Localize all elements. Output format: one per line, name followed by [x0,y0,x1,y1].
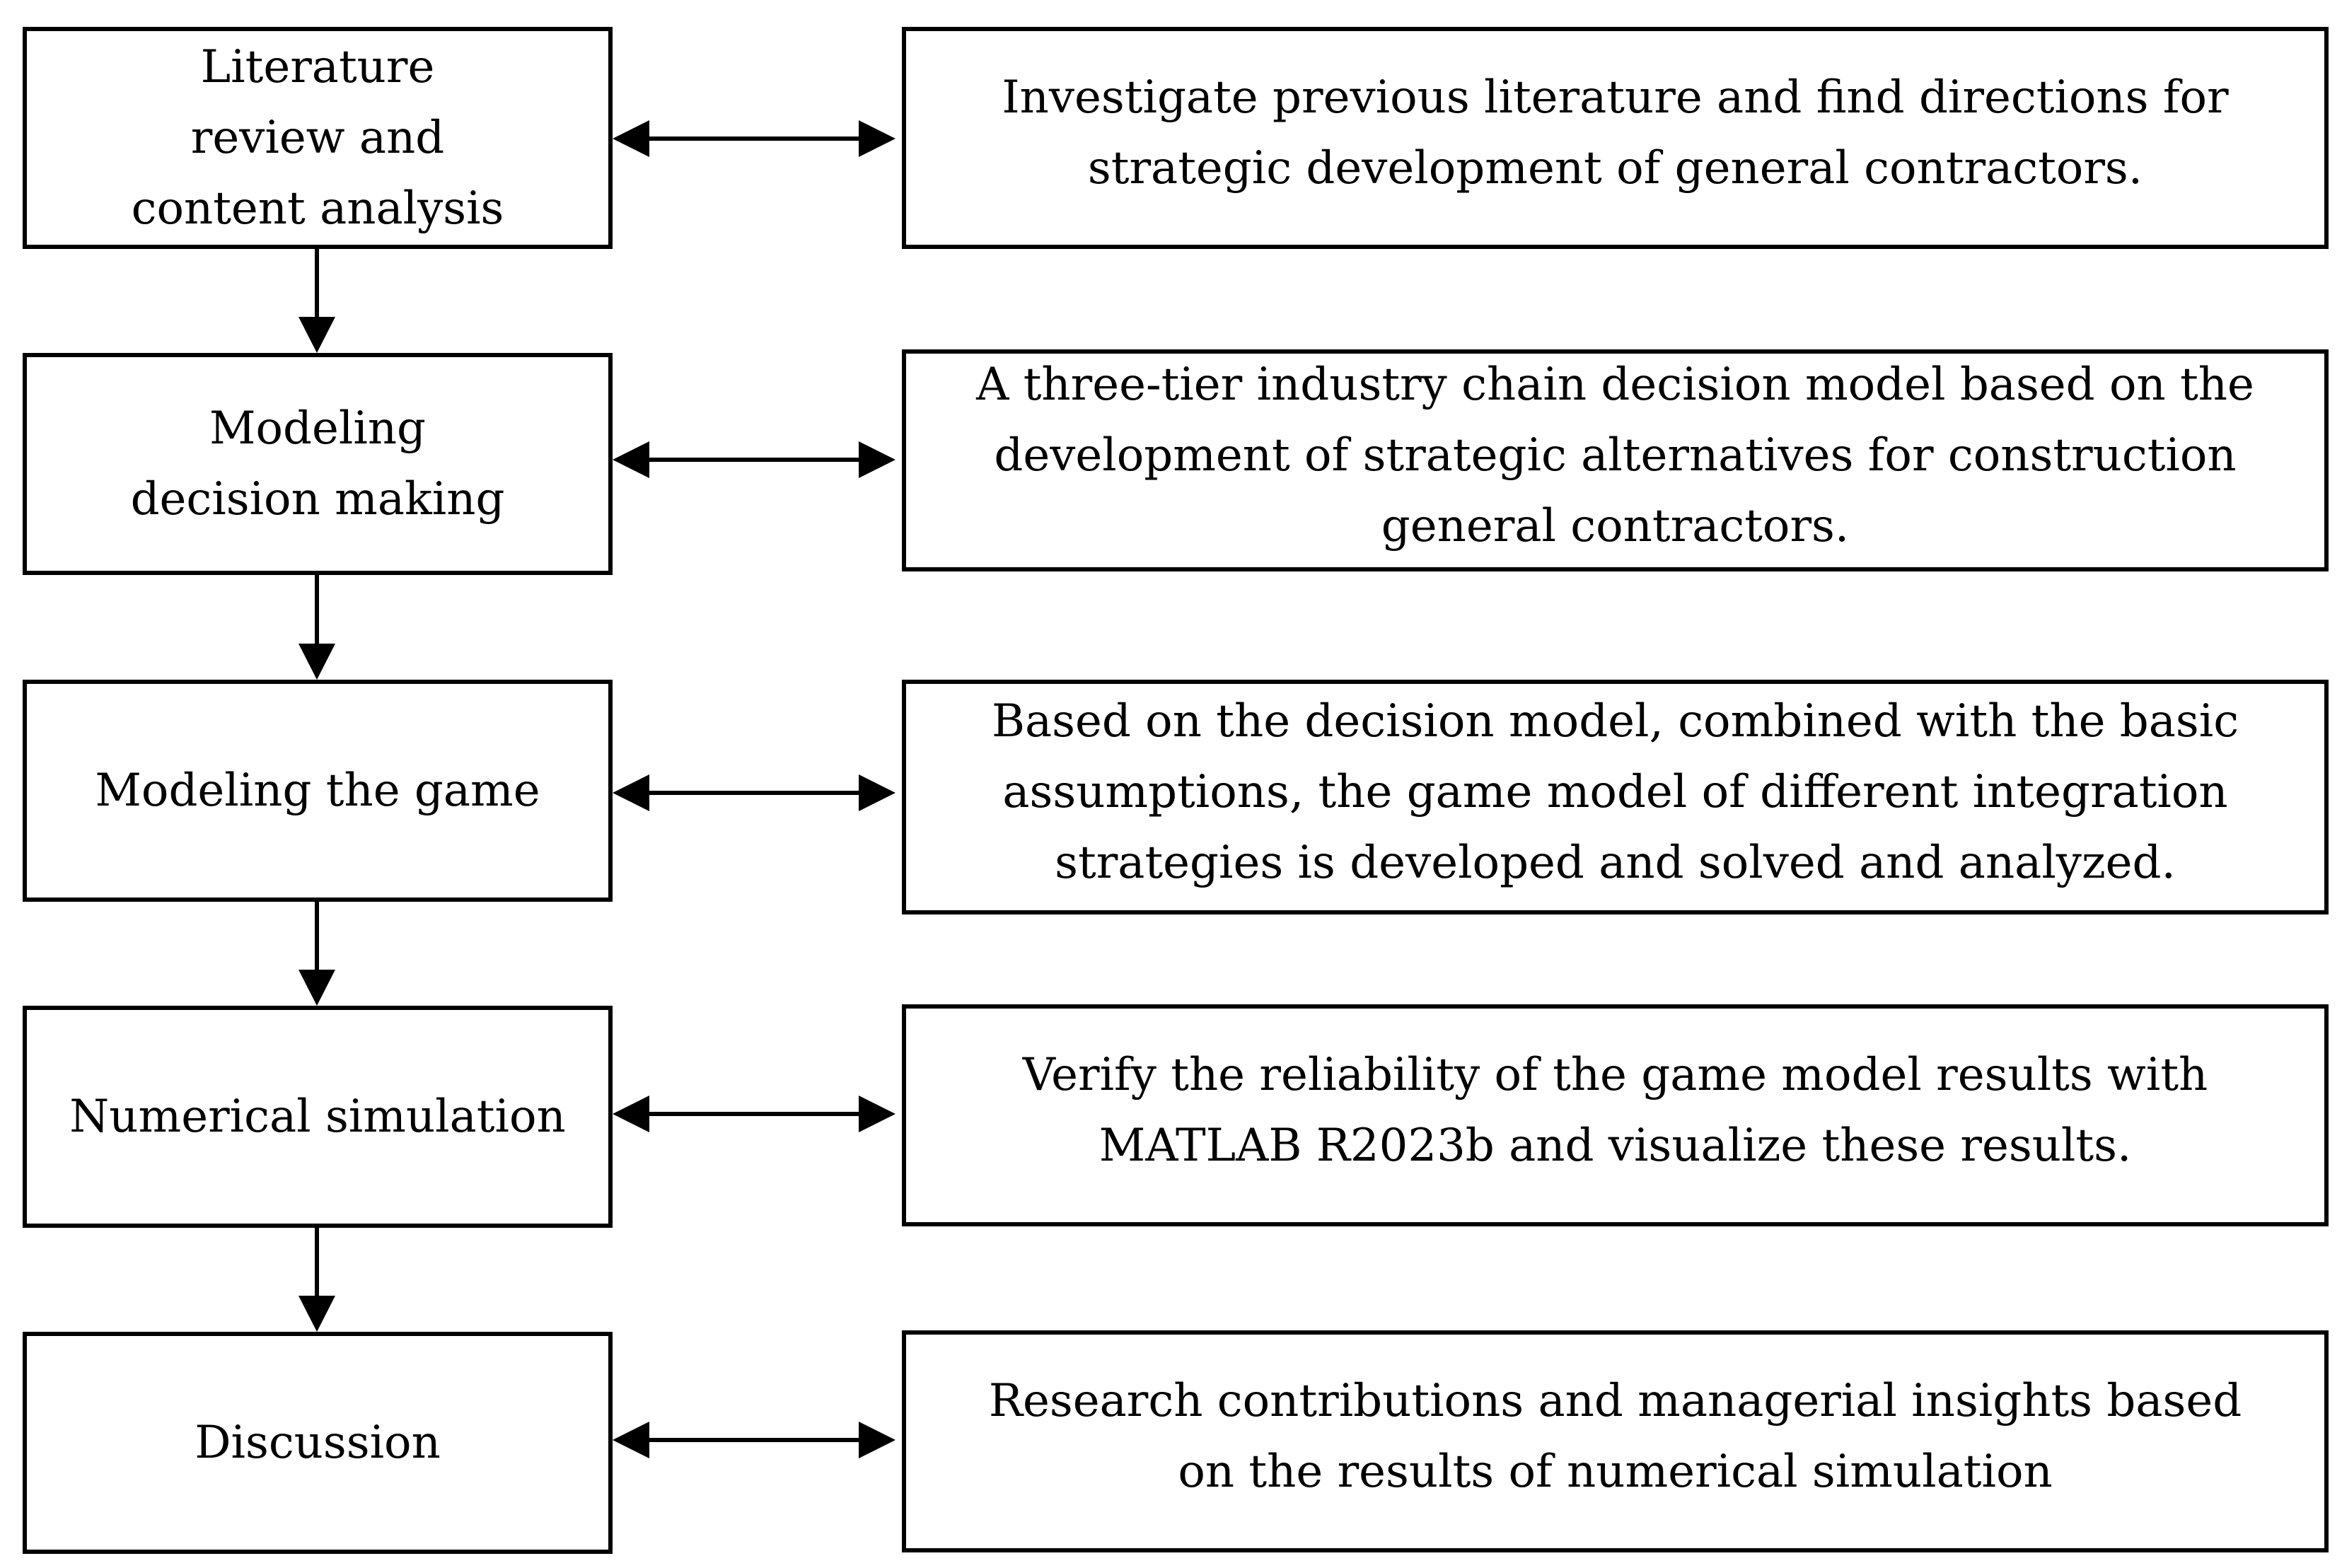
link-arrowhead-right-3 [859,774,895,811]
step-description: Verify the reliability of the game model… [1022,1049,2208,1172]
step-box-modeling-game: Modeling the game [23,680,613,902]
link-arrowhead-left-1 [613,120,649,157]
flow-arrowhead-4 [298,1296,335,1332]
description-box-numerical-simulation: Verify the reliability of the game model… [902,1004,2329,1226]
step-description: A three-tier industry chain decision mod… [976,359,2254,552]
step-label: Discussion [195,1417,441,1469]
step-label: Modeling the game [95,765,540,817]
link-arrowhead-right-2 [859,441,895,478]
link-arrowhead-left-3 [613,774,649,811]
step-box-literature-review: Literature review and content analysis [23,27,613,249]
flow-arrowhead-3 [298,970,335,1006]
bidirectional-arrows [613,120,895,1458]
flow-arrowhead-1 [298,317,335,353]
description-box-discussion: Research contributions and managerial in… [902,1330,2329,1552]
link-arrowhead-right-1 [859,120,895,157]
step-box-modeling-decision: Modeling decision making [23,353,613,575]
step-description: Based on the decision model, combined wi… [991,695,2239,889]
flow-arrowhead-2 [298,644,335,680]
link-arrowhead-left-5 [613,1422,649,1458]
step-box-discussion: Discussion [23,1332,613,1554]
description-box-literature-review: Investigate previous literature and find… [902,27,2329,249]
step-box-numerical-simulation: Numerical simulation [23,1006,613,1228]
description-box-modeling-game: Based on the decision model, combined wi… [902,680,2329,914]
step-label: Modeling decision making [130,402,505,525]
step-description: Investigate previous literature and find… [1002,71,2229,194]
step-description: Research contributions and managerial in… [988,1375,2242,1498]
link-arrowhead-right-5 [859,1422,895,1458]
description-box-modeling-decision: A three-tier industry chain decision mod… [902,349,2329,571]
step-label: Numerical simulation [69,1091,566,1143]
link-arrowhead-left-4 [613,1096,649,1132]
step-label: Literature review and content analysis [131,41,504,235]
link-arrowhead-right-4 [859,1096,895,1132]
link-arrowhead-left-2 [613,441,649,478]
